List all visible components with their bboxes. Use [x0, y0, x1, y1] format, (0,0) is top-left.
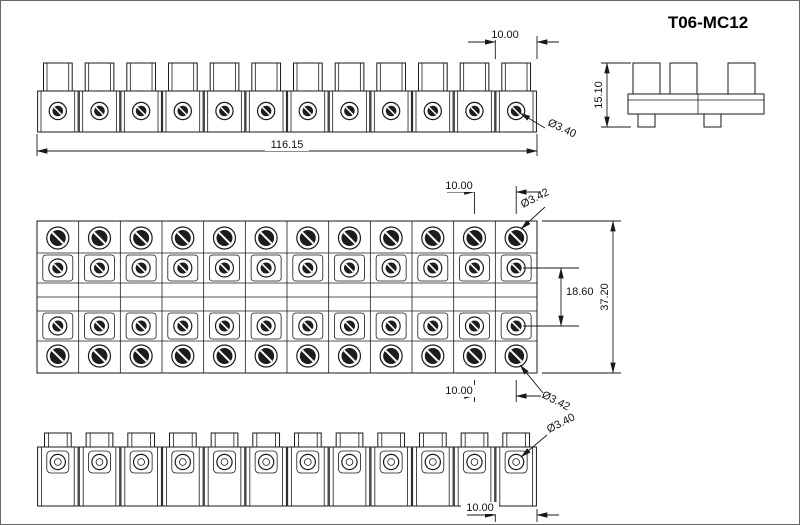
side-view [627, 62, 765, 128]
dim-plan-hole-bottom: Ø3.42 [540, 389, 572, 413]
front-terminal-unit [495, 62, 538, 133]
bottom-terminal-unit [120, 432, 163, 507]
front-terminal-unit [161, 62, 204, 133]
bottom-terminal-unit [370, 432, 413, 507]
front-terminal-unit [245, 62, 288, 133]
front-terminal-unit [286, 62, 329, 133]
front-terminal-unit [370, 62, 413, 133]
bottom-view-dimensions: Ø3.40 10.00 [461, 411, 577, 522]
front-terminal-unit [36, 62, 79, 133]
side-view-dimensions: 15.10 [593, 62, 631, 128]
bottom-terminal-unit [203, 432, 246, 507]
front-terminal-unit [328, 62, 371, 133]
dim-bottom-pitch: 10.00 [466, 502, 494, 514]
bottom-terminal-unit [453, 432, 496, 507]
front-view [36, 62, 538, 133]
dim-front-hole: Ø3.40 [546, 117, 578, 141]
bottom-terminal-unit [36, 432, 79, 507]
bottom-terminal-unit [495, 432, 538, 507]
dim-bottom-hole: Ø3.40 [545, 411, 577, 435]
bottom-terminal-unit [78, 432, 121, 507]
bottom-view [36, 432, 538, 507]
plan-view [36, 220, 538, 374]
dim-plan-pitch-top: 10.00 [445, 180, 473, 192]
front-view-dimensions: 116.15 10.00 Ø3.40 [36, 29, 578, 156]
front-terminal-unit [411, 62, 454, 133]
front-terminal-unit [453, 62, 496, 133]
bottom-terminal-unit [162, 432, 204, 507]
bottom-terminal-unit [412, 432, 454, 507]
bottom-terminal-unit [245, 432, 288, 507]
dim-overall-length: 116.15 [271, 139, 304, 151]
dim-side-height: 15.10 [593, 81, 605, 109]
front-terminal-unit [120, 62, 163, 133]
front-terminal-unit [78, 62, 121, 133]
dim-row-spacing: 18.60 [566, 286, 594, 298]
dim-front-pitch: 10.00 [491, 29, 519, 41]
dim-plan-hole-top: Ø3.42 [519, 186, 551, 210]
bottom-terminal-unit [287, 432, 329, 507]
bottom-terminal-unit [328, 432, 371, 507]
drawing-title: T06-MC12 [668, 13, 748, 32]
dim-overall-width: 37.20 [599, 283, 611, 311]
front-terminal-unit [203, 62, 246, 133]
dim-plan-pitch-bottom: 10.00 [445, 385, 473, 397]
